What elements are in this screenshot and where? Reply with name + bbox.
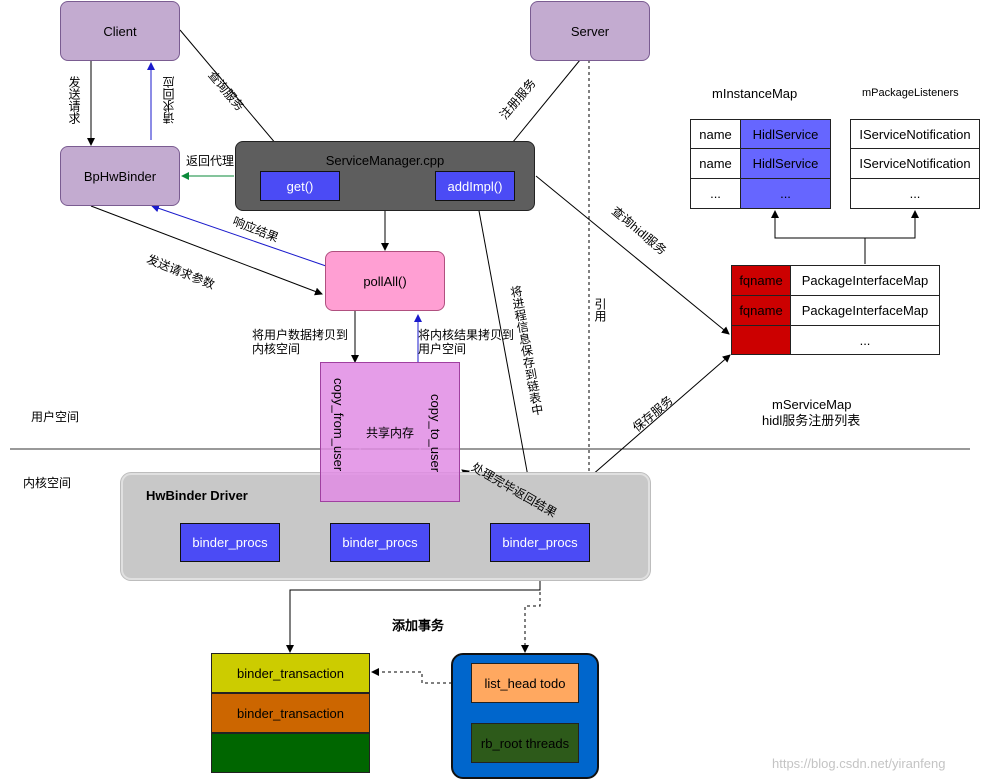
server-node: Server — [530, 1, 650, 61]
copy-from-user-label: copy_from_user — [331, 378, 346, 472]
binder-procs-1-label: binder_procs — [192, 535, 268, 550]
hwbinder-driver-label: HwBinder Driver — [146, 488, 248, 503]
pollall-node: pollAll() — [325, 251, 445, 311]
bphwbinder-label: BpHwBinder — [83, 168, 157, 184]
package-listeners-row-1: IServiceNotification — [850, 148, 980, 179]
list-head-todo-label: list_head todo — [484, 675, 566, 691]
copy-to-user-label: copy_to_user — [428, 394, 443, 473]
service-map-key-1: fqname — [731, 295, 791, 326]
instance-map-value-0: HidlService — [740, 119, 831, 149]
addimpl-node: addImpl() — [435, 171, 515, 201]
shared-memory-label: 共享内存 — [365, 425, 414, 440]
service-manager-label: ServiceManager.cpp — [325, 153, 445, 168]
label-send-request: 发送请求 — [67, 76, 81, 124]
binder-procs-3: binder_procs — [490, 523, 590, 562]
binder-procs-1: binder_procs — [180, 523, 280, 562]
label-send-params: 发送请求参数 — [144, 252, 217, 292]
client-label: Client — [103, 23, 137, 39]
instance-map-key-1: name — [690, 148, 741, 179]
binder-procs-2-label: binder_procs — [342, 535, 418, 550]
user-space-label: 用户空间 — [31, 410, 80, 424]
bphwbinder-node: BpHwBinder — [60, 146, 180, 206]
label-query-hidl: 查询hidl服务 — [609, 204, 670, 258]
rb-root-threads-node: rb_root threads — [471, 723, 579, 763]
package-listeners-row-0: IServiceNotification — [850, 119, 980, 149]
label-copy-kernel-user: 将内核结果拷贝到 用户空间 — [418, 328, 515, 356]
label-save-service: 保存服务 — [630, 393, 676, 435]
service-map-key-0: fqname — [731, 265, 791, 296]
service-map-title: mServiceMap — [772, 397, 852, 412]
package-listeners-title: mPackageListeners — [862, 87, 959, 99]
pollall-label: pollAll() — [363, 273, 407, 289]
shared-memory-node: 共享内存 — [320, 362, 460, 502]
label-request-response: 请求回应 — [162, 76, 176, 124]
label-response-result: 响应结果 — [230, 214, 281, 245]
binder-transaction-3 — [211, 733, 370, 773]
service-map-value-0: PackageInterfaceMap — [790, 265, 940, 296]
instance-map-value-1: HidlService — [740, 148, 831, 179]
addimpl-label: addImpl() — [447, 178, 503, 194]
instance-map-key-0: name — [690, 119, 741, 149]
label-register-service: 注册服务 — [497, 76, 539, 122]
package-listeners-row-2: ... — [850, 178, 980, 209]
get-node: get() — [260, 171, 340, 201]
server-label: Server — [570, 23, 610, 39]
client-node: Client — [60, 1, 180, 61]
label-copy-user-kernel: 将用户数据拷贝到 内核空间 — [252, 328, 349, 356]
binder-transaction-1-label: binder_transaction — [237, 665, 344, 681]
binder-transaction-2: binder_transaction — [211, 693, 370, 733]
service-map-key-2 — [731, 325, 791, 355]
service-map-value-1: PackageInterfaceMap — [790, 295, 940, 326]
instance-map-key-2: ... — [690, 178, 741, 209]
binder-transaction-1: binder_transaction — [211, 653, 370, 693]
label-return-proxy: 返回代理 — [186, 154, 235, 168]
get-label: get() — [286, 178, 314, 194]
watermark-text: https://blog.csdn.net/yiranfeng — [772, 756, 946, 771]
rb-root-threads-label: rb_root threads — [480, 735, 570, 751]
edge-map-listeners — [865, 210, 919, 239]
label-add-transaction: 添加事务 — [392, 618, 445, 633]
edge-map-tables — [771, 210, 866, 264]
list-head-todo-node: list_head todo — [471, 663, 579, 703]
instance-map-value-2: ... — [740, 178, 831, 209]
kernel-space-label: 内核空间 — [23, 476, 72, 490]
binder-procs-3-label: binder_procs — [502, 535, 578, 550]
service-map-value-2: ... — [790, 325, 940, 355]
service-map-subtitle: hidl服务注册列表 — [762, 413, 861, 428]
binder-transaction-2-label: binder_transaction — [237, 705, 344, 721]
binder-procs-2: binder_procs — [330, 523, 430, 562]
label-reference: 引用 — [593, 298, 607, 322]
instance-map-title: mInstanceMap — [712, 86, 798, 101]
label-query-service: 查询服务 — [205, 68, 247, 114]
